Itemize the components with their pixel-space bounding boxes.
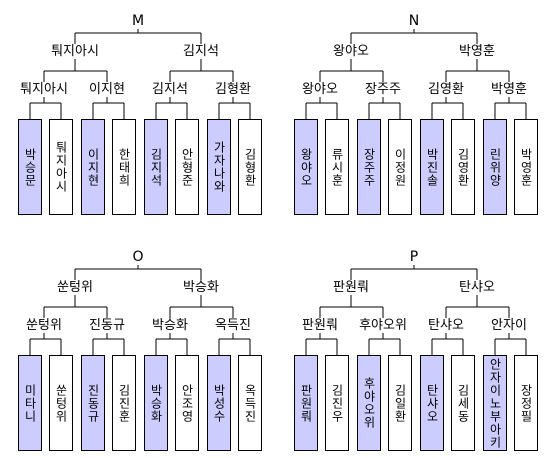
player-box: 왕야오 <box>294 119 318 215</box>
player-box: 쑨텅위 <box>49 355 73 451</box>
player-box: 박성수 <box>207 355 231 451</box>
player-box: 이지현 <box>81 119 105 215</box>
player-box: 이정원 <box>388 119 412 215</box>
quarterfinalist-label: 왕야오 <box>300 82 340 97</box>
player-box: 안조영 <box>175 355 199 451</box>
player-box: 옥득진 <box>238 355 262 451</box>
player-box: 가자나와 <box>207 119 231 215</box>
quarterfinalist-label: 안자이 <box>489 318 529 333</box>
player-box: 박승화 <box>144 355 168 451</box>
quarterfinalist-label: 후야오위 <box>357 318 409 333</box>
player-box: 김진훈 <box>112 355 136 451</box>
group-label: O <box>130 249 146 265</box>
player-box: 린위양 <box>483 119 507 215</box>
semifinalist-label: 쑨텅위 <box>55 280 95 295</box>
quarterfinalist-label: 박승화 <box>150 318 190 333</box>
quarterfinalist-label: 옥득진 <box>213 318 253 333</box>
semifinalist-label: 퉈지아시 <box>49 44 101 59</box>
group-label: N <box>406 13 422 29</box>
player-box: 후야오위 <box>357 355 381 451</box>
player-box: 김세동 <box>451 355 475 451</box>
player-box: 김영환 <box>451 119 475 215</box>
quarterfinalist-label: 판원뤄 <box>300 318 340 333</box>
player-box: 안형준 <box>175 119 199 215</box>
quarterfinalist-label: 진동규 <box>87 318 127 333</box>
semifinalist-label: 왕야오 <box>331 44 371 59</box>
player-box: 한태희 <box>112 119 136 215</box>
semifinalist-label: 판원뤄 <box>331 280 371 295</box>
semifinalist-label: 박영훈 <box>457 44 497 59</box>
quarterfinalist-label: 장주주 <box>363 82 403 97</box>
semifinalist-label: 탄샤오 <box>457 280 497 295</box>
player-box: 김일환 <box>388 355 412 451</box>
player-box: 김진우 <box>325 355 349 451</box>
player-box: 안자이노부아키 <box>483 355 507 451</box>
quarterfinalist-label: 탄샤오 <box>426 318 466 333</box>
player-box: 김지석 <box>144 119 168 215</box>
semifinalist-label: 김지석 <box>181 44 221 59</box>
player-box: 장주주 <box>357 119 381 215</box>
player-box: 퉈지아시 <box>49 119 73 215</box>
quarterfinalist-label: 쑨텅위 <box>24 318 64 333</box>
group-label: P <box>407 249 421 265</box>
player-box: 판원뤄 <box>294 355 318 451</box>
player-box: 장정필 <box>514 355 538 451</box>
player-box: 박승문 <box>18 119 42 215</box>
quarterfinalist-label: 김영환 <box>426 82 466 97</box>
player-box: 류시훈 <box>325 119 349 215</box>
quarterfinalist-label: 박영훈 <box>489 82 529 97</box>
player-box: 탄샤오 <box>420 355 444 451</box>
player-box: 박진솔 <box>420 119 444 215</box>
player-box: 진동규 <box>81 355 105 451</box>
player-box: 미타니 <box>18 355 42 451</box>
quarterfinalist-label: 김형환 <box>213 82 253 97</box>
group-label: M <box>129 13 147 29</box>
semifinalist-label: 박승화 <box>181 280 221 295</box>
quarterfinalist-label: 퉈지아시 <box>18 82 70 97</box>
player-box: 박영훈 <box>514 119 538 215</box>
quarterfinalist-label: 김지석 <box>150 82 190 97</box>
player-box: 김형환 <box>238 119 262 215</box>
quarterfinalist-label: 이지현 <box>87 82 127 97</box>
